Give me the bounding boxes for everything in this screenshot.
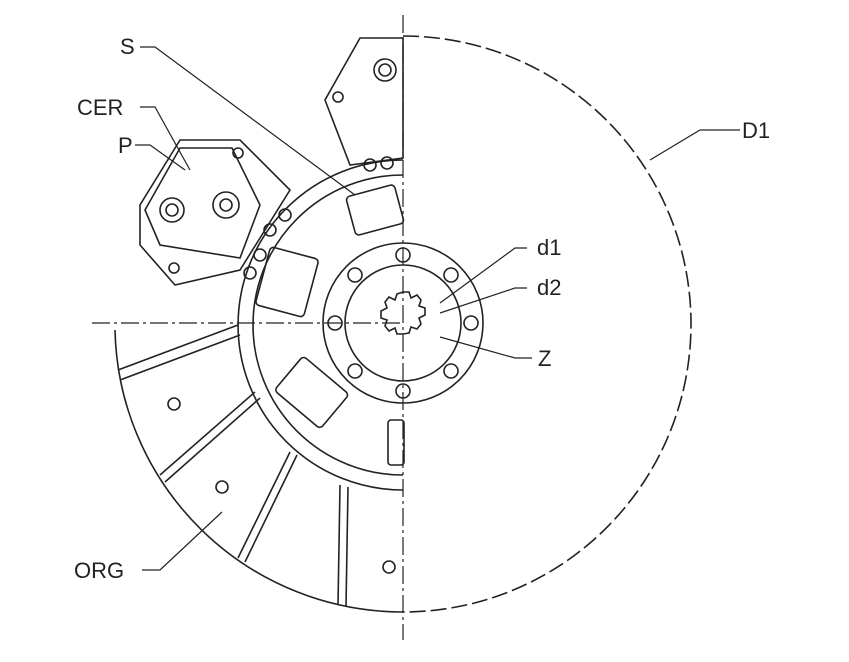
lining-rivet-1 [167,397,181,411]
leader-lines [135,46,740,571]
lining-segment-separators [117,324,349,608]
damper-springs [255,184,405,466]
rivet-holes [243,156,394,280]
plate-rivet-2 [168,262,180,274]
splined-bore-z [380,291,426,335]
label-z: Z [538,346,552,371]
hub-flange [322,242,484,404]
label-cer: CER [77,95,124,120]
label-d1-small: d1 [537,235,562,260]
lining-rivet-2 [215,480,229,494]
ceramic-pad-cer [144,147,261,259]
plate-rivet-1 [232,147,244,159]
bracket-bolt [373,58,397,82]
bracket-rivet [332,91,344,103]
label-p: P [118,133,133,158]
outer-diameter-d1 [402,35,692,613]
damper-plate-inner [252,174,404,476]
bracket-bolt-inner [378,63,392,77]
pad-bolt-2 [212,191,240,219]
label-s: S [120,34,135,59]
lining-rivet-3 [382,560,396,574]
label-d2: d2 [537,275,562,300]
label-org: ORG [74,558,125,583]
pad-bolt-1 [159,197,185,223]
pressure-plate-bracket [139,139,292,286]
damper-plate-outer [237,159,404,491]
hub-holes [327,247,479,399]
hub-inner [344,264,462,382]
top-bracket [324,37,404,166]
label-d1: D1 [742,118,771,143]
